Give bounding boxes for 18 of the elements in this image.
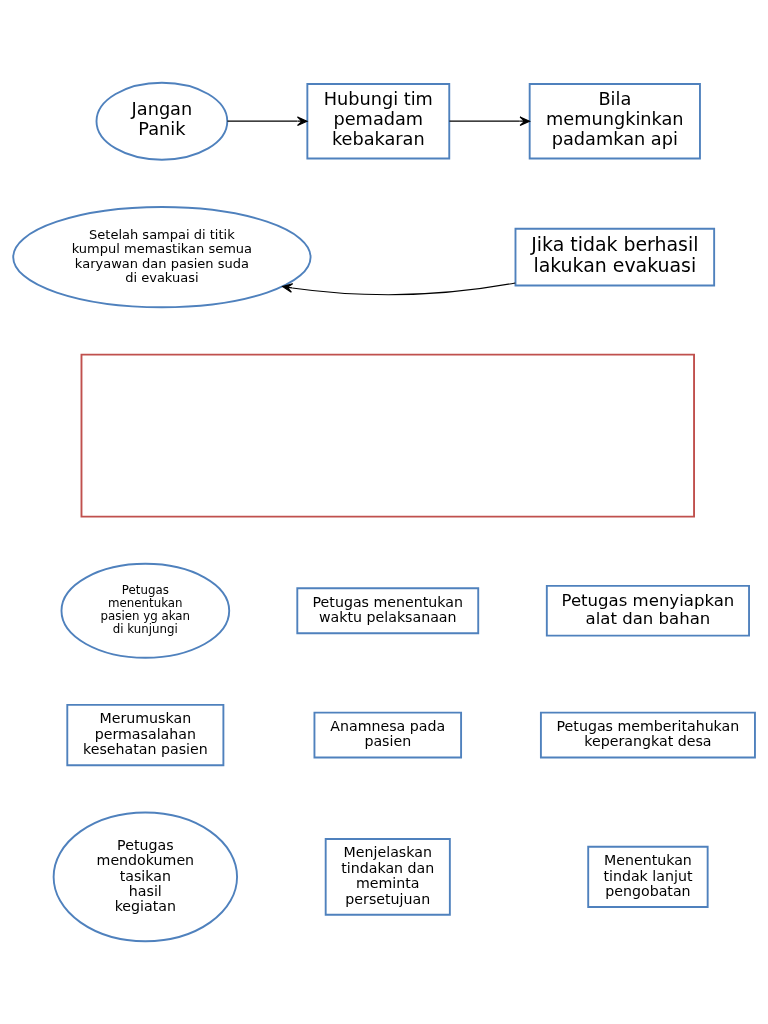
node-ellipse: Petugas menentukan pasien yg akan di kunjungi bbox=[60, 562, 231, 659]
node-ellipse: Petugas mendokumen tasikan hasil kegiatan bbox=[52, 811, 238, 943]
arrow bbox=[282, 282, 516, 296]
node-box: Menentukan tindak lanjut pengobatan bbox=[587, 845, 709, 908]
node-box: Jika tidak berhasil lakukan evakuasi bbox=[514, 227, 716, 287]
node-box: Hubungi tim pemadam kebakaran bbox=[306, 83, 451, 160]
node-box: Merumuskan permasalahan kesehatan pasien bbox=[66, 703, 225, 767]
node-box bbox=[80, 353, 695, 518]
node-box: Petugas memberitahukan keperangkat desa bbox=[539, 711, 756, 759]
arrow bbox=[448, 116, 531, 127]
node-box: Anamnesa pada pasien bbox=[313, 711, 463, 759]
node-box: Bila memungkinkan padamkan api bbox=[528, 83, 701, 160]
node-ellipse: Jangan Panik bbox=[95, 81, 229, 161]
arrow bbox=[226, 116, 308, 127]
node-box: Menjelaskan tindakan dan meminta persetujuan bbox=[324, 838, 451, 916]
node-box: Petugas menyiapkan alat dan bahan bbox=[545, 584, 750, 637]
node-box: Petugas menentukan waktu pelaksanaan bbox=[296, 587, 480, 635]
node-ellipse: Setelah sampai di titik kumpul memastikan semua karyawan dan pasien suda di evakuasi bbox=[12, 206, 312, 309]
